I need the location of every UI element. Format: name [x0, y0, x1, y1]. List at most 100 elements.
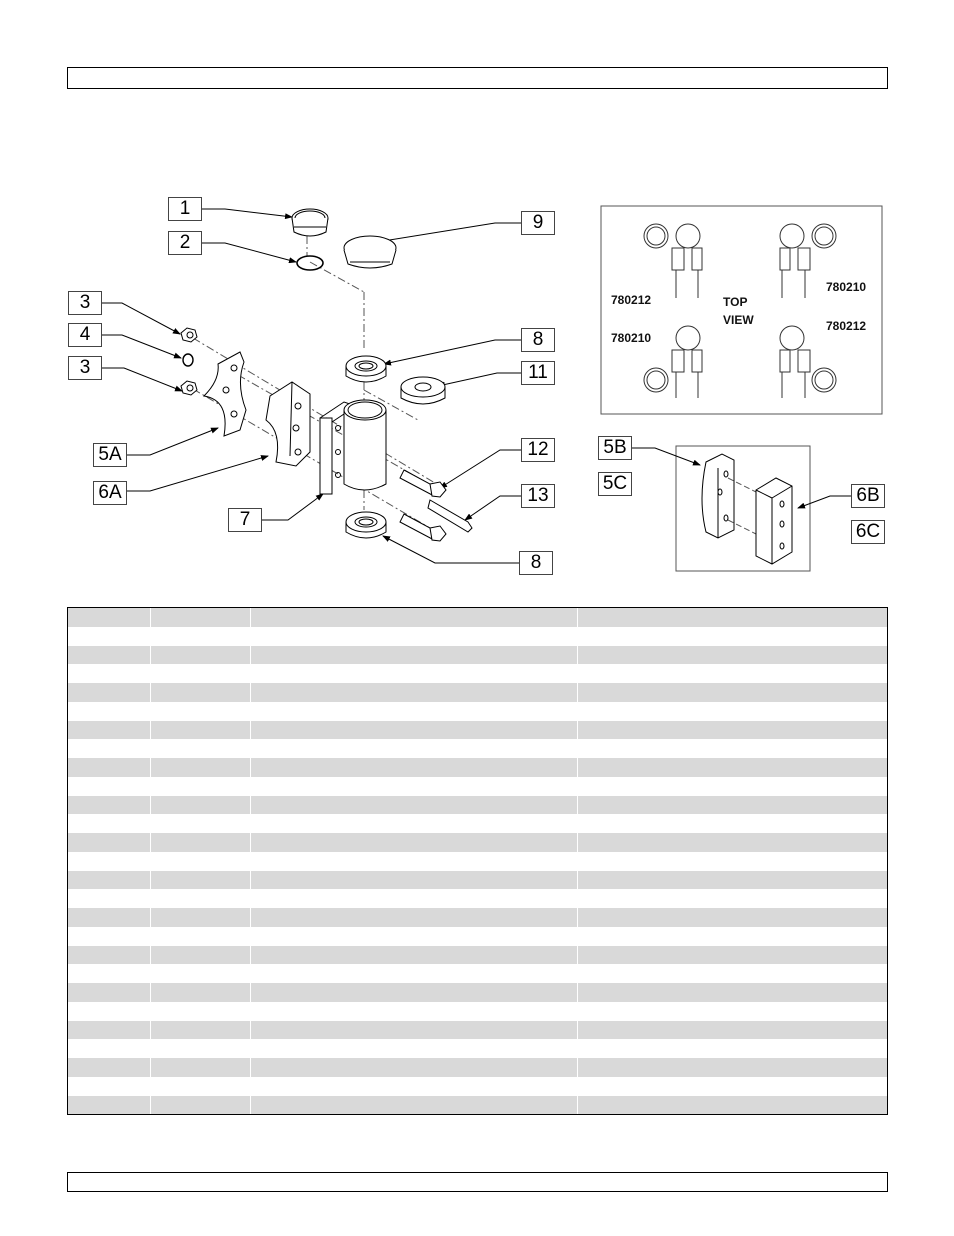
table-row	[68, 964, 887, 983]
table-row	[68, 683, 887, 702]
table-cell	[68, 795, 151, 815]
table-cell	[68, 1001, 151, 1021]
callout-c6a: 6A	[93, 481, 127, 505]
table-cell	[578, 870, 887, 890]
top-view-title: TOP VIEW	[723, 293, 754, 329]
table-cell	[151, 945, 251, 965]
table-cell	[578, 945, 887, 965]
table-cell	[251, 683, 578, 702]
table-cell	[578, 795, 887, 815]
table-cell	[578, 739, 887, 758]
table-row	[68, 1076, 887, 1096]
table-cell	[578, 776, 887, 796]
table-cell	[251, 814, 578, 833]
table-cell	[68, 645, 151, 665]
table-cell	[578, 683, 887, 702]
table-cell	[151, 1020, 251, 1040]
table-cell	[578, 964, 887, 983]
table-cell	[151, 983, 251, 1002]
table-cell	[151, 1001, 251, 1021]
table-cell	[578, 1001, 887, 1021]
table-cell	[151, 870, 251, 890]
table-cell	[68, 664, 151, 683]
table-cell	[151, 833, 251, 852]
table-cell	[68, 908, 151, 927]
table-cell	[251, 851, 578, 871]
table-cell	[578, 851, 887, 871]
callout-c8b: 8	[519, 551, 553, 575]
table-cell	[68, 833, 151, 852]
table-cell	[578, 1039, 887, 1058]
table-cell	[68, 945, 151, 965]
table-cell	[151, 645, 251, 665]
table-cell	[151, 701, 251, 721]
table-cell	[151, 908, 251, 927]
table-row	[68, 870, 887, 890]
table-cell	[151, 1076, 251, 1096]
table-cell	[151, 1058, 251, 1077]
table-cell	[251, 870, 578, 890]
table-cell	[578, 626, 887, 646]
table-row	[68, 1095, 887, 1114]
table-row	[68, 664, 887, 683]
table-row	[68, 983, 887, 1002]
callout-c2: 2	[168, 231, 202, 255]
table-cell	[251, 645, 578, 665]
table-cell	[68, 739, 151, 758]
table-row	[68, 795, 887, 815]
callout-c13: 13	[521, 484, 555, 508]
table-row	[68, 720, 887, 740]
table-cell	[251, 1001, 578, 1021]
table-cell	[251, 720, 578, 740]
table-cell	[151, 1095, 251, 1114]
table-cell	[68, 1020, 151, 1040]
table-cell	[251, 1058, 578, 1077]
table-cell	[251, 608, 578, 627]
table-cell	[151, 964, 251, 983]
table-cell	[68, 1058, 151, 1077]
table-cell	[251, 983, 578, 1002]
table-cell	[251, 1039, 578, 1058]
table-cell	[151, 758, 251, 777]
table-row	[68, 1001, 887, 1021]
top-view-part-number: 780210	[826, 280, 867, 294]
table-cell	[68, 814, 151, 833]
header-box	[67, 67, 888, 89]
table-cell	[251, 776, 578, 796]
table-row	[68, 645, 887, 665]
table-cell	[578, 1058, 887, 1077]
table-cell	[251, 964, 578, 983]
table-row	[68, 833, 887, 852]
table-cell	[151, 683, 251, 702]
table-row	[68, 739, 887, 758]
table-cell	[251, 833, 578, 852]
footer-box	[67, 1172, 888, 1192]
table-cell	[578, 889, 887, 908]
top-view-title-line2: VIEW	[723, 313, 754, 327]
table-cell	[68, 870, 151, 890]
callout-c6b: 6B	[851, 484, 885, 508]
table-cell	[151, 1039, 251, 1058]
top-view-part-number: 780210	[611, 331, 652, 345]
table-cell	[251, 926, 578, 946]
table-cell	[151, 720, 251, 740]
table-cell	[578, 758, 887, 777]
table-cell	[151, 851, 251, 871]
table-cell	[68, 776, 151, 796]
top-view-part-number: 780212	[826, 319, 867, 333]
callout-c7: 7	[228, 508, 262, 532]
table-cell	[68, 758, 151, 777]
callout-c9: 9	[521, 211, 555, 235]
callout-c1: 1	[168, 197, 202, 221]
table-cell	[68, 1039, 151, 1058]
table-row	[68, 776, 887, 796]
table-cell	[68, 683, 151, 702]
table-cell	[251, 626, 578, 646]
callout-c12: 12	[521, 438, 555, 462]
table-cell	[151, 795, 251, 815]
table-cell	[251, 945, 578, 965]
callout-c5a: 5A	[93, 443, 127, 467]
